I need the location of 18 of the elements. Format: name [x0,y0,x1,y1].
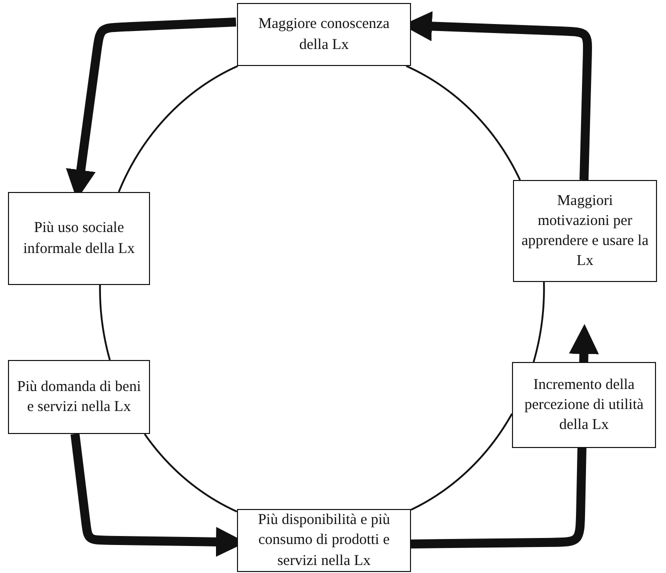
concept-box [237,3,411,66]
cycle-arc [144,433,238,512]
concept-box [512,362,656,448]
box-text: Maggiore conoscenza della Lx [257,15,391,54]
cycle-arc [99,284,111,361]
box-text: Più disponibilità e più consumo di prodotti e servizi nella Lx [256,511,392,571]
box-text: Più uso sociale informale della Lx [22,219,136,258]
box-text: Incremento della percezione di utilità della Lx [523,376,645,436]
concept-box [8,192,150,285]
cycle-arc [118,65,239,193]
cycle-arc [405,65,521,181]
box-text: Più domanda di beni e servizi nella Lx [16,378,142,417]
box-text: Maggiori motivazioni per apprendere e usare la Lx [520,192,650,272]
cycle-arc [532,281,545,363]
concept-box [513,180,657,282]
concept-box [8,360,150,434]
cycle-arc [410,412,513,511]
concept-box [237,509,411,572]
